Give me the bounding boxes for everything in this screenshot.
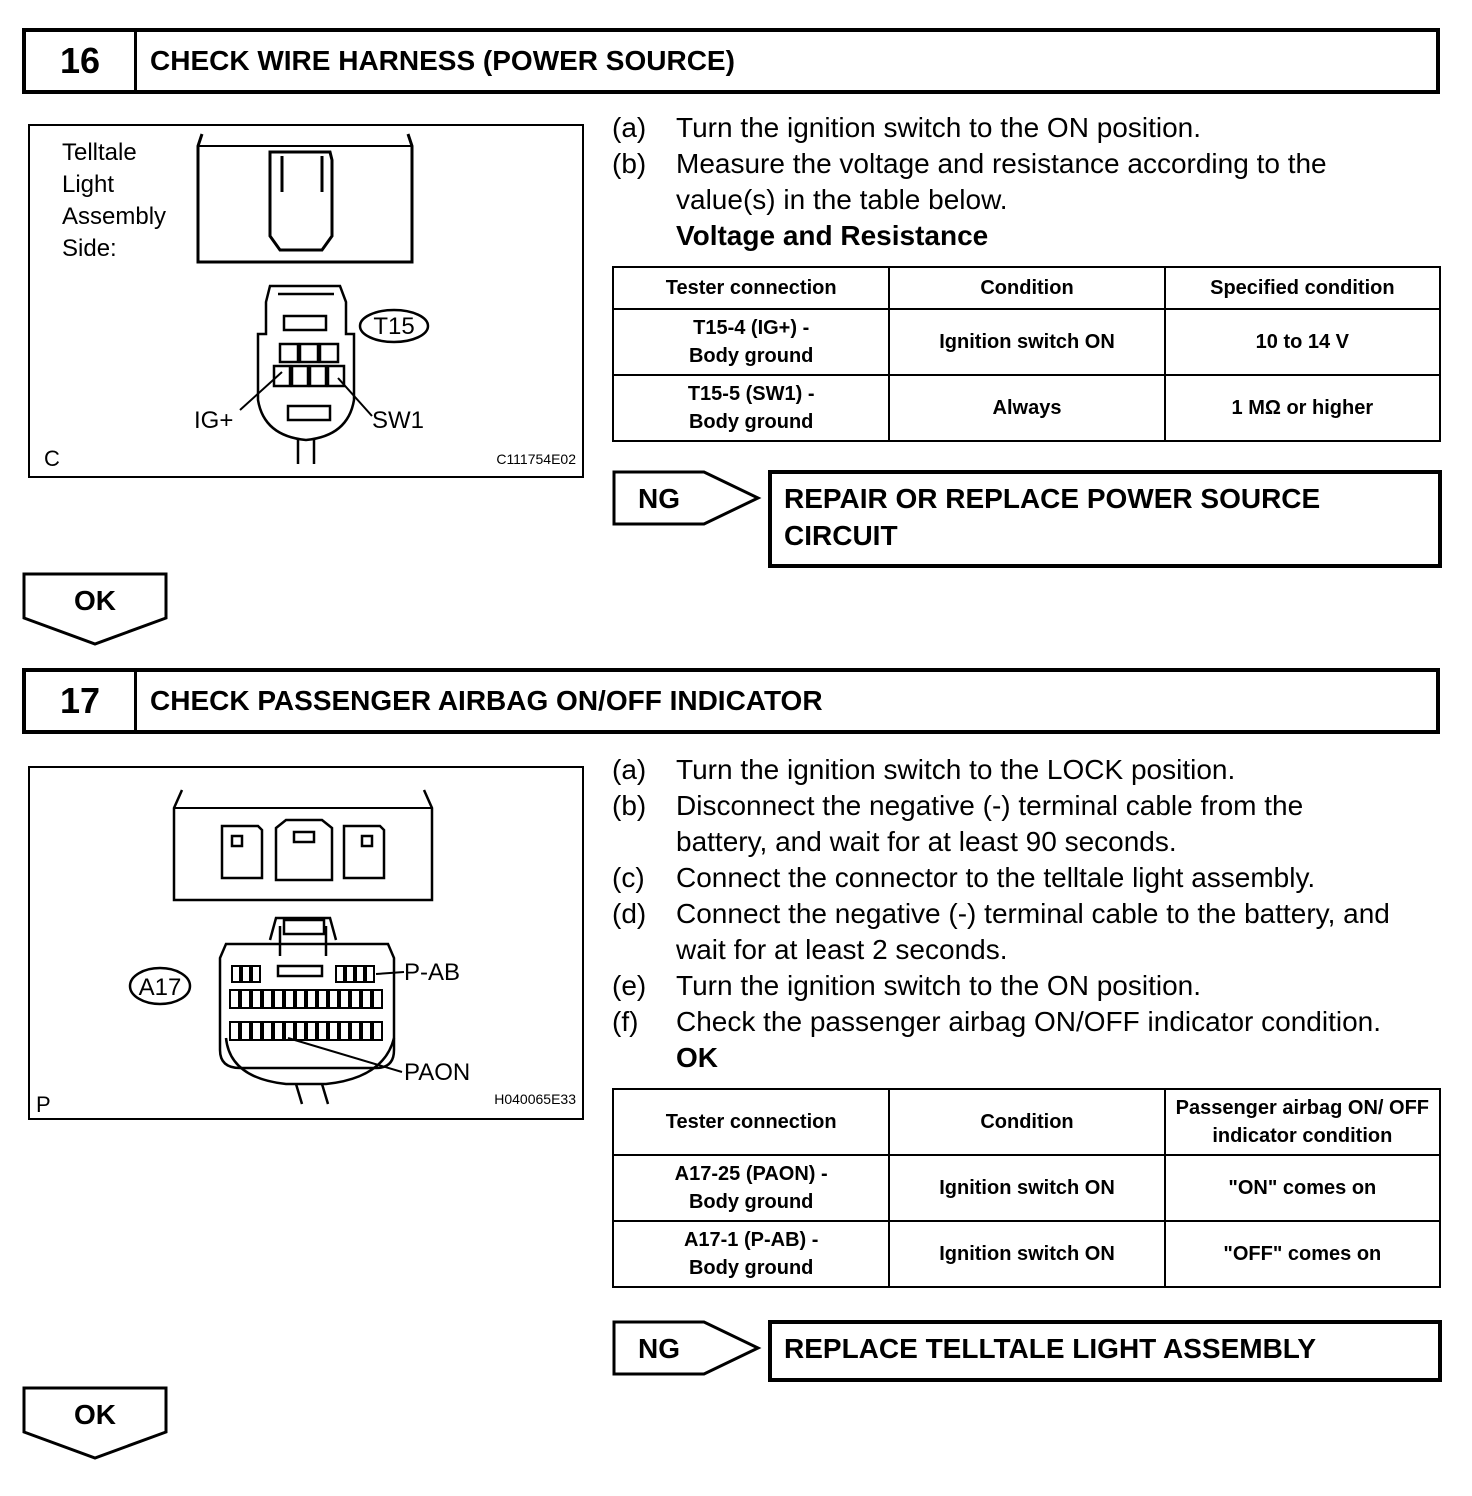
table-caption: OK xyxy=(676,1042,718,1073)
step-16-header: 16 CHECK WIRE HARNESS (POWER SOURCE) xyxy=(22,28,1440,94)
table-header-row: Tester connection Condition Specified co… xyxy=(611,266,1442,310)
instruction-item: (b)Measure the voltage and resistance ac… xyxy=(612,148,1327,215)
connector-a17-shape xyxy=(218,916,396,1105)
figure-code: H040065E33 xyxy=(494,1091,576,1107)
a17-callout-ellipse xyxy=(128,966,192,1006)
table-caption: Voltage and Resistance xyxy=(676,220,989,251)
indicator-condition-cell: "OFF" comes on xyxy=(1163,1220,1442,1288)
instruction-item: (b)Disconnect the negative (-) terminal … xyxy=(612,790,1304,857)
voltage-resistance-table: Tester connection Condition Specified co… xyxy=(611,266,1442,442)
tester-connection-cell: A17-1 (P-AB) -Body ground xyxy=(611,1220,891,1288)
col-header: Tester connection xyxy=(611,266,891,310)
step-17-instructions: (a)Turn the ignition switch to the LOCK … xyxy=(612,752,1452,1076)
figure-corner-label: P xyxy=(36,1092,51,1117)
col-header: Passenger airbag ON/ OFF indicator condi… xyxy=(1163,1088,1442,1156)
connector-code-t15: T15 xyxy=(373,313,414,340)
instruction-item: (f)Check the passenger airbag ON/OFF ind… xyxy=(612,1006,1382,1037)
figure-code: C111754E02 xyxy=(496,451,576,467)
indicator-condition-cell: "ON" comes on xyxy=(1163,1154,1442,1222)
telltale-housing-shape xyxy=(172,789,434,902)
side-label-line-1: Telltale xyxy=(62,139,137,166)
pin-label-sw1: SW1 xyxy=(372,407,424,434)
pin-label-paon: PAON xyxy=(404,1059,470,1086)
condition-cell: Ignition switch ON xyxy=(888,308,1166,376)
side-label-line-2: Light xyxy=(62,171,114,198)
ng-label: NG xyxy=(638,483,680,514)
condition-cell: Ignition switch ON xyxy=(888,1154,1166,1222)
t15-callout-ellipse xyxy=(358,308,430,344)
side-label-line-3: Assembly xyxy=(62,203,166,230)
specified-condition-cell: 1 MΩ or higher xyxy=(1163,374,1442,442)
pin-label-p-ab: P-AB xyxy=(404,959,460,986)
indicator-condition-table: Tester connection Condition Passenger ai… xyxy=(611,1088,1442,1288)
ok-arrow-17: OK xyxy=(22,1386,168,1460)
p-ab-leader xyxy=(375,971,405,975)
instruction-item: (d)Connect the negative (-) terminal cab… xyxy=(612,898,1390,965)
instruction-item: (a)Turn the ignition switch to the ON po… xyxy=(612,112,1201,143)
ok-arrow-16: OK xyxy=(22,572,168,646)
step-17-header: 17 CHECK PASSENGER AIRBAG ON/OFF INDICAT… xyxy=(22,668,1440,734)
step-title: CHECK PASSENGER AIRBAG ON/OFF INDICATOR xyxy=(150,685,823,716)
step-title: CHECK WIRE HARNESS (POWER SOURCE) xyxy=(150,45,735,76)
ok-label: OK xyxy=(74,1399,116,1430)
col-header: Specified condition xyxy=(1163,266,1442,310)
instruction-item: (c)Connect the connector to the telltale… xyxy=(612,862,1316,893)
step-16-instructions: (a)Turn the ignition switch to the ON po… xyxy=(612,110,1452,254)
table-row: A17-25 (PAON) -Body ground Ignition swit… xyxy=(611,1154,1442,1222)
figure-corner-label: C xyxy=(44,446,60,471)
connector-figure-a17: A17 P-AB PAON P H040065E33 xyxy=(28,766,584,1120)
tester-connection-cell: T15-5 (SW1) -Body ground xyxy=(611,374,891,442)
connector-a17-diagram: A17 P-AB PAON P H040065E33 xyxy=(36,789,576,1117)
table-row: T15-5 (SW1) -Body ground Always 1 MΩ or … xyxy=(611,374,1442,442)
connector-t15-diagram: Telltale Light Assembly Side: xyxy=(44,133,576,471)
specified-condition-cell: 10 to 14 V xyxy=(1163,308,1442,376)
paon-leader xyxy=(287,1037,403,1073)
condition-cell: Ignition switch ON xyxy=(888,1220,1166,1288)
col-header: Tester connection xyxy=(611,1088,891,1156)
condition-cell: Always xyxy=(888,374,1166,442)
ng-result-16: REPAIR OR REPLACE POWER SOURCE CIRCUIT xyxy=(768,470,1442,568)
ng-result-17: REPLACE TELLTALE LIGHT ASSEMBLY xyxy=(768,1320,1442,1382)
col-header: Condition xyxy=(888,1088,1166,1156)
step-number: 17 xyxy=(26,672,137,730)
telltale-housing-shape xyxy=(196,133,414,264)
tester-connection-cell: T15-4 (IG+) -Body ground xyxy=(611,308,891,376)
table-row: T15-4 (IG+) -Body ground Ignition switch… xyxy=(611,308,1442,376)
ng-arrow-16: NG xyxy=(612,470,762,528)
col-header: Condition xyxy=(888,266,1166,310)
connector-figure-t15: Telltale Light Assembly Side: xyxy=(28,124,584,478)
connector-code-a17: A17 xyxy=(139,974,182,1001)
instruction-item: (e)Turn the ignition switch to the ON po… xyxy=(612,970,1201,1001)
side-label-line-4: Side: xyxy=(62,235,117,262)
instruction-item: (a)Turn the ignition switch to the LOCK … xyxy=(612,754,1236,785)
pin-label-ig-plus: IG+ xyxy=(194,407,233,434)
table-row: A17-1 (P-AB) -Body ground Ignition switc… xyxy=(611,1220,1442,1288)
ok-label: OK xyxy=(74,585,116,616)
step-number: 16 xyxy=(26,32,137,90)
ig-plus-leader xyxy=(239,371,283,411)
table-header-row: Tester connection Condition Passenger ai… xyxy=(611,1088,1442,1156)
tester-connection-cell: A17-25 (PAON) -Body ground xyxy=(611,1154,891,1222)
connector-t15-shape xyxy=(256,284,356,464)
sw1-leader xyxy=(337,377,373,417)
ng-arrow-17: NG xyxy=(612,1320,762,1378)
ng-label: NG xyxy=(638,1333,680,1364)
